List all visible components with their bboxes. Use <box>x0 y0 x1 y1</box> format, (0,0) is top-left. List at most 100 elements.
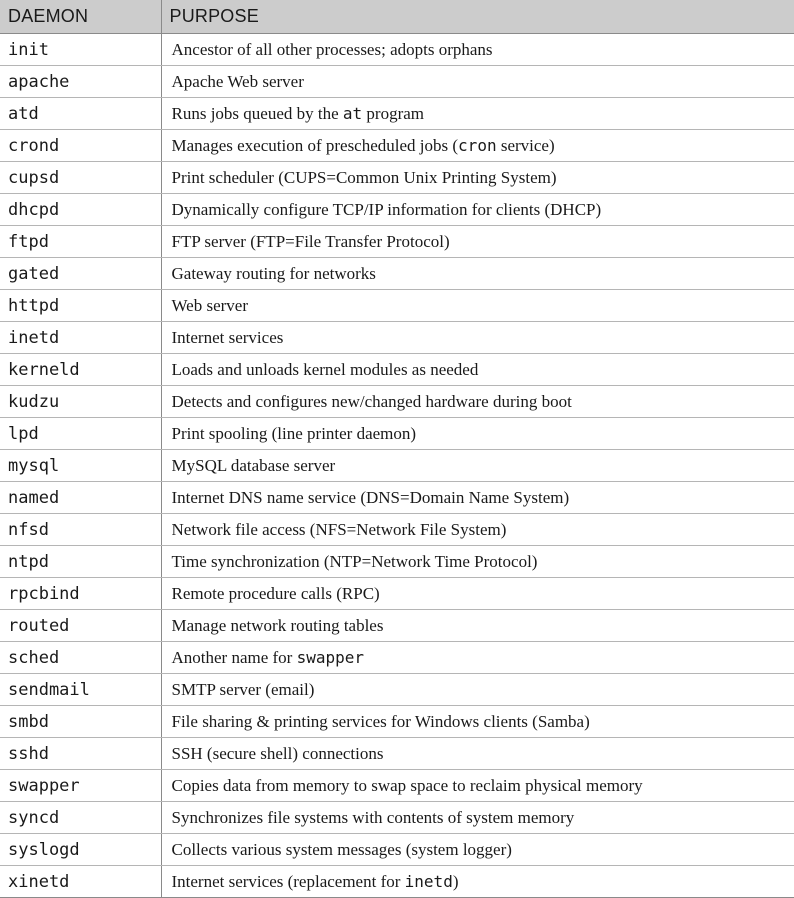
daemon-name-cell: ftpd <box>0 225 162 258</box>
table-row: smbd File sharing & printing services for… <box>0 705 794 738</box>
purpose-text: FTP server (FTP=File Transfer Protocol) <box>171 231 450 251</box>
table-row: cupsd Print scheduler (CUPS=Common Unix P… <box>0 161 794 194</box>
purpose-cell: File sharing & printing services for Win… <box>161 705 794 738</box>
daemon-name-cell: swapper <box>0 769 162 802</box>
daemon-name-cell: kerneld <box>0 353 162 386</box>
purpose-text: Apache Web server <box>171 71 304 91</box>
purpose-cell: Internet DNS name service (DNS=Domain Na… <box>161 481 794 514</box>
table-row: ntpd Time synchronization (NTP=Network Ti… <box>0 545 794 578</box>
purpose-text: Loads and unloads kernel modules as need… <box>171 359 479 379</box>
inline-code-text: cron <box>458 135 497 155</box>
purpose-text: Remote procedure calls (RPC) <box>171 583 380 603</box>
daemon-name-cell: httpd <box>0 289 162 322</box>
purpose-text: Another name for <box>171 647 297 667</box>
purpose-text: File sharing & printing services for Win… <box>171 711 590 731</box>
table-row: lpd Print spooling (line printer daemon) <box>0 417 794 450</box>
table-header: DAEMON PURPOSE <box>0 0 794 34</box>
purpose-cell: SSH (secure shell) connections <box>161 737 794 770</box>
table-body: init Ancestor of all other processes; ado… <box>0 33 794 898</box>
table-row: routed Manage network routing tables <box>0 609 794 642</box>
daemon-column-header: DAEMON <box>0 0 162 34</box>
purpose-cell: Copies data from memory to swap space to… <box>161 769 794 802</box>
daemon-name-cell: rpcbind <box>0 577 162 610</box>
purpose-text: Ancestor of all other processes; adopts … <box>171 39 493 59</box>
purpose-text: Internet services (replacement for <box>171 871 405 891</box>
purpose-text: Time synchronization (NTP=Network Time P… <box>171 551 538 571</box>
purpose-cell: Collects various system messages (system… <box>161 833 794 866</box>
daemon-name-cell: sched <box>0 641 162 674</box>
table-row: syslogd Collects various system messages … <box>0 833 794 866</box>
purpose-text: Detects and configures new/changed hardw… <box>171 391 572 411</box>
daemon-name-cell: cupsd <box>0 161 162 194</box>
table-row: inetd Internet services <box>0 321 794 354</box>
purpose-text: program <box>362 103 425 123</box>
table-row: nfsd Network file access (NFS=Network Fil… <box>0 513 794 546</box>
daemon-name-cell: kudzu <box>0 385 162 418</box>
daemon-name-cell: atd <box>0 97 162 130</box>
table-row: swapper Copies data from memory to swap s… <box>0 769 794 802</box>
daemon-name-cell: syslogd <box>0 833 162 866</box>
purpose-cell: Loads and unloads kernel modules as need… <box>161 353 794 386</box>
purpose-cell: Time synchronization (NTP=Network Time P… <box>161 545 794 578</box>
purpose-cell: MySQL database server <box>161 449 794 482</box>
table-row: httpd Web server <box>0 289 794 322</box>
inline-code-text: swapper <box>296 647 365 667</box>
purpose-cell: Gateway routing for networks <box>161 257 794 290</box>
purpose-text: MySQL database server <box>171 455 336 475</box>
purpose-text: Runs jobs queued by the <box>171 103 343 123</box>
purpose-text: Print spooling (line printer daemon) <box>171 423 417 443</box>
purpose-text: Copies data from memory to swap space to… <box>171 775 643 795</box>
inline-code-text: inetd <box>404 871 453 891</box>
daemon-name-cell: sshd <box>0 737 162 770</box>
purpose-text: Dynamically configure TCP/IP information… <box>171 199 602 219</box>
purpose-text: Web server <box>171 295 249 315</box>
table-row: kerneld Loads and unloads kernel modules … <box>0 353 794 386</box>
daemon-name-cell: smbd <box>0 705 162 738</box>
purpose-text: Manage network routing tables <box>171 615 384 635</box>
purpose-cell: Print spooling (line printer daemon) <box>161 417 794 450</box>
daemon-name-cell: syncd <box>0 801 162 834</box>
daemon-name-cell: sendmail <box>0 673 162 706</box>
purpose-cell: Remote procedure calls (RPC) <box>161 577 794 610</box>
purpose-text: Print scheduler (CUPS=Common Unix Printi… <box>171 167 557 187</box>
daemon-name-cell: inetd <box>0 321 162 354</box>
daemon-name-cell: ntpd <box>0 545 162 578</box>
purpose-text: Internet DNS name service (DNS=Domain Na… <box>171 487 570 507</box>
daemon-name-cell: lpd <box>0 417 162 450</box>
purpose-cell: FTP server (FTP=File Transfer Protocol) <box>161 225 794 258</box>
daemon-name-cell: nfsd <box>0 513 162 546</box>
purpose-cell: Internet services <box>161 321 794 354</box>
daemon-name-cell: gated <box>0 257 162 290</box>
daemon-name-cell: routed <box>0 609 162 642</box>
purpose-text: Internet services <box>171 327 284 347</box>
purpose-text: ) <box>452 871 459 891</box>
purpose-cell: Detects and configures new/changed hardw… <box>161 385 794 418</box>
daemon-name-cell: xinetd <box>0 865 162 898</box>
purpose-cell: Internet services (replacement for inetd… <box>161 865 794 898</box>
inline-code-text: at <box>342 103 363 123</box>
purpose-cell: Synchronizes file systems with contents … <box>161 801 794 834</box>
purpose-text: service) <box>496 135 555 155</box>
purpose-text: SSH (secure shell) connections <box>171 743 384 763</box>
purpose-cell: Print scheduler (CUPS=Common Unix Printi… <box>161 161 794 194</box>
daemon-name-cell: named <box>0 481 162 514</box>
purpose-column-header: PURPOSE <box>161 0 794 34</box>
purpose-text: Manages execution of prescheduled jobs ( <box>171 135 459 155</box>
purpose-cell: Dynamically configure TCP/IP information… <box>161 193 794 226</box>
daemon-name-cell: mysql <box>0 449 162 482</box>
table-row: rpcbind Remote procedure calls (RPC) <box>0 577 794 610</box>
table-row: named Internet DNS name service (DNS=Doma… <box>0 481 794 514</box>
purpose-cell: Manage network routing tables <box>161 609 794 642</box>
purpose-text: Network file access (NFS=Network File Sy… <box>171 519 507 539</box>
purpose-cell: Network file access (NFS=Network File Sy… <box>161 513 794 546</box>
purpose-cell: SMTP server (email) <box>161 673 794 706</box>
daemon-name-cell: init <box>0 33 162 66</box>
purpose-text: Collects various system messages (system… <box>171 839 512 859</box>
table-row: atd Runs jobs queued by the at program <box>0 97 794 130</box>
